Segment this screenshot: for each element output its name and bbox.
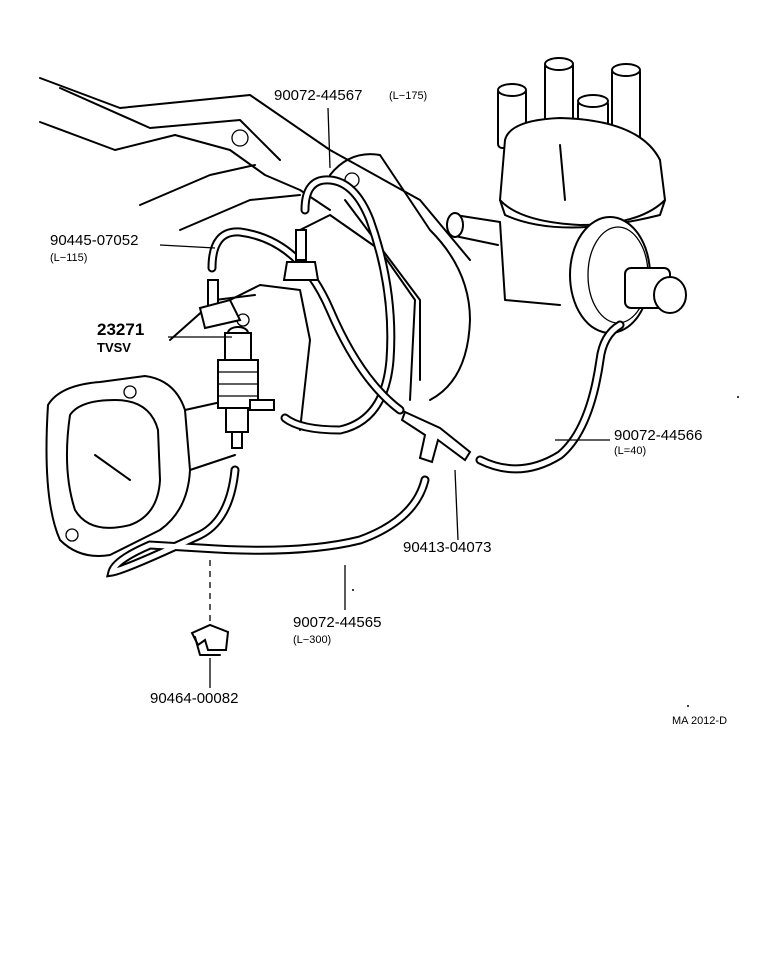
distributor-drawing xyxy=(446,57,687,334)
label-tvsv-name: TVSV xyxy=(97,340,131,355)
label-clip-part: 90464-00082 xyxy=(150,690,239,707)
label-tee-part: 90413-04073 xyxy=(403,539,492,556)
speck xyxy=(737,396,739,398)
hose-90072-44565 xyxy=(105,465,430,578)
label-hose-115-length: (L−115) xyxy=(50,252,88,264)
label-hose-115-part: 90445-07052 xyxy=(50,232,139,249)
label-hose-175-part: 90072-44567 xyxy=(274,87,363,104)
label-hose-40-length: (L=40) xyxy=(614,445,647,457)
speck xyxy=(687,705,689,707)
hose-90072-44567 xyxy=(280,175,396,435)
tvsv-valve-drawing xyxy=(217,326,275,449)
hose-90072-44566 xyxy=(475,320,625,474)
label-tvsv-part: 23271 xyxy=(97,320,145,339)
label-hose-40-part: 90072-44566 xyxy=(614,427,703,444)
tee-fitting-drawing xyxy=(400,410,472,464)
label-hose-175-length: (L−175) xyxy=(389,90,428,102)
speck xyxy=(352,589,354,591)
label-hose-300-length: (L−300) xyxy=(293,634,332,646)
clip-drawing xyxy=(190,623,230,656)
leader-lines xyxy=(159,107,610,688)
label-hose-300-part: 90072-44565 xyxy=(293,614,382,631)
figure-code: MA 2012-D xyxy=(672,715,728,727)
manifold-nipples-drawing xyxy=(198,229,320,330)
